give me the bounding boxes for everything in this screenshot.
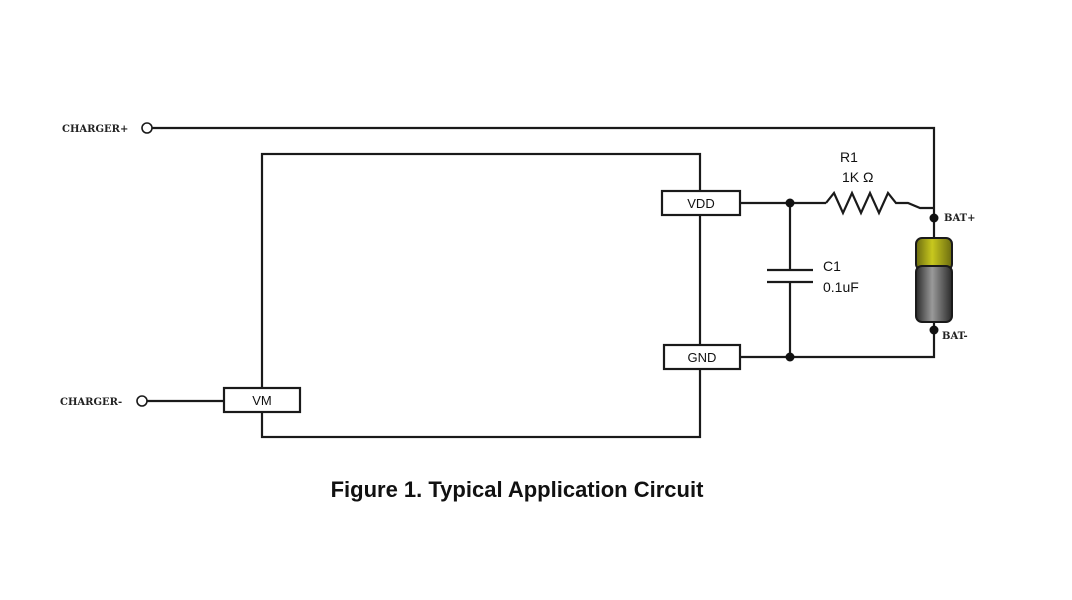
resistor-r1 <box>825 190 934 216</box>
charger-plus-wire <box>152 126 936 218</box>
battery <box>915 218 953 330</box>
charger-minus-label: CHARGER- <box>60 397 122 408</box>
capacitor-value-label: 0.1uF <box>823 279 859 295</box>
ic-body <box>260 152 702 439</box>
pin-vm-box <box>222 386 302 414</box>
bat-plus-node <box>929 213 939 223</box>
charger-plus-terminal <box>141 122 153 134</box>
gnd-node <box>785 352 795 362</box>
vdd-node <box>785 198 795 208</box>
pin-vdd-box <box>660 189 742 217</box>
pin-vm-label: VM <box>252 393 272 408</box>
bat-plus-label: BAT+ <box>944 213 975 224</box>
gnd-wire <box>740 330 936 359</box>
charger-plus-label: CHARGER+ <box>62 124 128 135</box>
pin-vdd-label: VDD <box>687 196 714 211</box>
battery-body <box>915 265 953 323</box>
bat-minus-label: BAT- <box>942 331 968 342</box>
resistor-ref-label: R1 <box>840 149 858 165</box>
pin-gnd-box <box>662 343 742 371</box>
pin-gnd-label: GND <box>688 350 717 365</box>
figure-caption: Figure 1. Typical Application Circuit <box>331 477 705 502</box>
bat-minus-node <box>929 325 939 335</box>
charger-minus-terminal <box>136 395 148 407</box>
resistor-value-label: 1K Ω <box>842 169 873 185</box>
capacitor-ref-label: C1 <box>823 258 841 274</box>
